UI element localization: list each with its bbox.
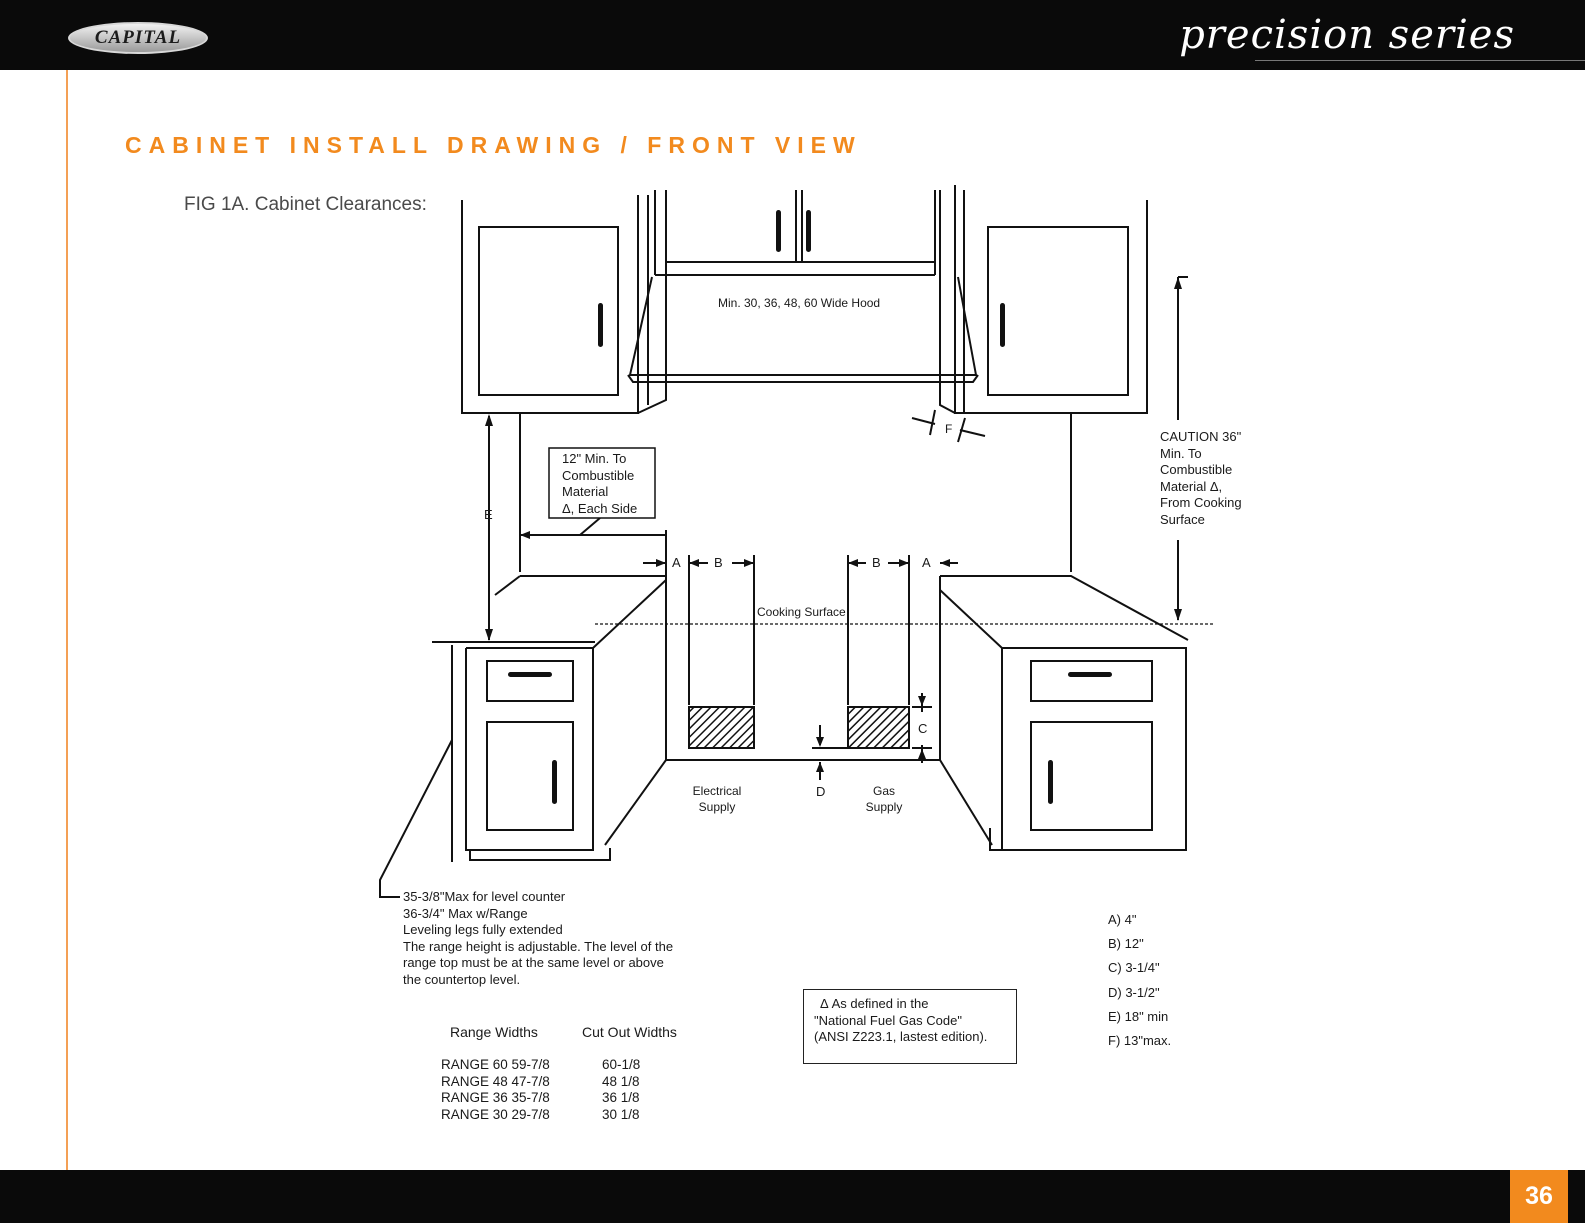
height-note-line: The range height is adjustable. The leve… bbox=[403, 938, 674, 954]
range-widths-header: Range Widths bbox=[450, 1024, 538, 1040]
key-item: C) 3-1/4" bbox=[1108, 960, 1160, 976]
upper-middle-cabinet bbox=[654, 190, 936, 276]
gas-supply-label: Gas Supply bbox=[862, 783, 906, 815]
table-cell: 60-1/8 bbox=[602, 1057, 641, 1072]
electrical-supply-box bbox=[688, 706, 755, 749]
dim-d: D bbox=[816, 784, 826, 799]
key-item: B) 12" bbox=[1108, 936, 1144, 952]
key-item: E) 18" min bbox=[1108, 1008, 1169, 1024]
height-note-line: range top must be at the same level or a… bbox=[403, 955, 664, 971]
gas-label-line: Gas bbox=[872, 784, 895, 798]
combustible-note-line: 12" Min. To bbox=[562, 451, 627, 466]
page-heading: CABINET INSTALL DRAWING / FRONT VIEW bbox=[125, 132, 862, 158]
height-note: 35-3/8"Max for level counter 36-3/4" Max… bbox=[403, 889, 673, 989]
dimension-key: A) 4" B) 12" C) 3-1/4" D) 3-1/2" E) 18" … bbox=[1108, 908, 1171, 1053]
page-number: 36 bbox=[1510, 1170, 1568, 1223]
key-item: A) 4" bbox=[1108, 912, 1137, 927]
caution-note-line: Combustible bbox=[1160, 462, 1233, 478]
dim-f: F bbox=[945, 422, 953, 436]
left-margin-rule bbox=[66, 70, 68, 1170]
capital-logo: CAPITAL bbox=[68, 22, 208, 54]
table-cell: 48 1/8 bbox=[602, 1073, 640, 1089]
dim-a-left: A bbox=[672, 555, 681, 570]
footer-bar bbox=[0, 1170, 1585, 1223]
upper-right-cabinet bbox=[939, 185, 1148, 414]
caution-note-line: Material Δ, bbox=[1160, 478, 1223, 494]
series-underline bbox=[1255, 60, 1585, 61]
series-title: precision series bbox=[1179, 12, 1515, 58]
caution-note-line: Min. To bbox=[1160, 445, 1202, 461]
table-row: RANGE 60 59-7/8 bbox=[441, 1057, 550, 1072]
cutout-widths-column: 60-1/8 48 1/8 36 1/8 30 1/8 bbox=[602, 1057, 640, 1123]
lower-right-cabinet bbox=[939, 575, 1189, 851]
combustible-note-box bbox=[548, 447, 656, 519]
figure-caption: FIG 1A. Cabinet Clearances: bbox=[184, 194, 427, 215]
dim-b-left: B bbox=[714, 555, 723, 570]
caution-note-line: Surface bbox=[1160, 511, 1205, 527]
table-row: RANGE 48 47-7/8 bbox=[441, 1073, 550, 1089]
upper-left-cabinet bbox=[461, 190, 667, 414]
height-note-line: the countertop level. bbox=[403, 971, 521, 987]
electrical-supply-label: Electrical Supply bbox=[692, 783, 742, 815]
gas-label-line: Supply bbox=[865, 800, 903, 814]
lower-left-cabinet bbox=[432, 575, 667, 861]
definition-line: (ANSI Z223.1, lastest edition). bbox=[814, 1029, 988, 1045]
caution-note-line: CAUTION 36" bbox=[1160, 429, 1242, 444]
definition-line: Δ As defined in the bbox=[820, 996, 929, 1011]
dim-c: C bbox=[918, 721, 928, 736]
height-note-line: 35-3/8"Max for level counter bbox=[403, 889, 566, 904]
table-row: RANGE 30 29-7/8 bbox=[441, 1106, 550, 1122]
range-hood bbox=[627, 276, 979, 383]
combustible-note-line: Combustible bbox=[562, 467, 635, 483]
combustible-note: 12" Min. To Combustible Material Δ, Each… bbox=[562, 451, 637, 517]
electrical-label-line: Supply bbox=[698, 800, 736, 814]
table-cell: 30 1/8 bbox=[602, 1106, 640, 1122]
caution-note-line: From Cooking bbox=[1160, 495, 1242, 511]
electrical-label-line: Electrical bbox=[692, 784, 742, 798]
height-note-line: Leveling legs fully extended bbox=[403, 922, 563, 938]
dim-a-right: A bbox=[922, 555, 931, 570]
cooking-surface-label: Cooking Surface bbox=[756, 604, 847, 620]
height-note-line: 36-3/4" Max w/Range bbox=[403, 905, 528, 921]
combustible-note-line: Δ, Each Side bbox=[562, 500, 638, 516]
dim-b-right: B bbox=[872, 555, 881, 570]
range-widths-column: RANGE 60 59-7/8 RANGE 48 47-7/8 RANGE 36… bbox=[441, 1057, 550, 1123]
logo-text: CAPITAL bbox=[94, 27, 182, 48]
cutout-widths-header: Cut Out Widths bbox=[582, 1024, 677, 1040]
gas-supply-box bbox=[847, 706, 910, 749]
key-item: D) 3-1/2" bbox=[1108, 984, 1160, 1000]
dim-e: E bbox=[484, 507, 493, 522]
header-bar bbox=[0, 0, 1585, 70]
table-row: RANGE 36 35-7/8 bbox=[441, 1090, 550, 1106]
definition-note: Δ As defined in the "National Fuel Gas C… bbox=[803, 989, 1017, 1064]
caution-note: CAUTION 36" Min. To Combustible Material… bbox=[1160, 429, 1242, 529]
hood-label: Min. 30, 36, 48, 60 Wide Hood bbox=[718, 296, 881, 310]
combustible-note-line: Material bbox=[562, 484, 609, 500]
key-item: F) 13"max. bbox=[1108, 1033, 1172, 1049]
table-cell: 36 1/8 bbox=[602, 1090, 640, 1106]
definition-line: "National Fuel Gas Code" bbox=[814, 1012, 962, 1028]
